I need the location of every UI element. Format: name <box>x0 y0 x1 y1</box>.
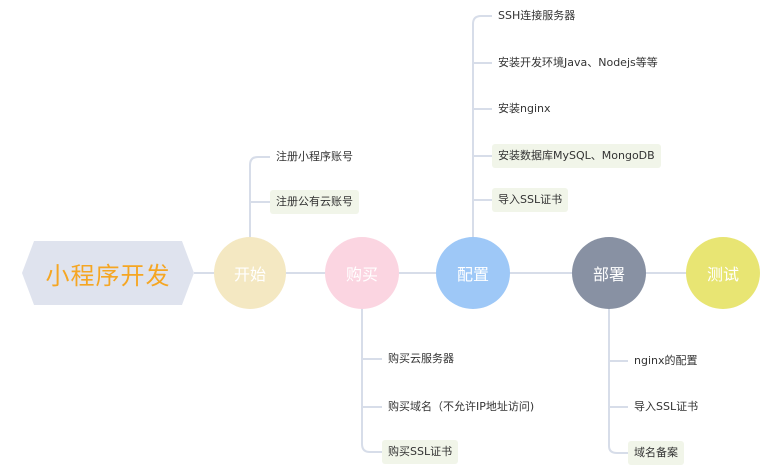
leaf-label: SSH连接服务器 <box>498 9 576 22</box>
leaf-label: 安装数据库MySQL、MongoDB <box>498 149 655 162</box>
leaf-register-cloud[interactable]: 注册公有云账号 <box>270 190 359 214</box>
leaf-label: 域名备案 <box>634 446 678 459</box>
leaf-label: 购买域名（不允许IP地址访问) <box>388 400 535 413</box>
leaf-buy-domain[interactable]: 购买域名（不允许IP地址访问) <box>382 395 540 419</box>
leaf-label: 注册小程序账号 <box>276 150 353 163</box>
leaf-label: 注册公有云账号 <box>276 195 353 208</box>
leaf-label: nginx的配置 <box>634 354 698 367</box>
stage-deploy-label: 部署 <box>592 265 625 284</box>
root-node[interactable]: 小程序开发 <box>22 241 194 305</box>
leaf-nginx-config[interactable]: nginx的配置 <box>628 349 704 373</box>
stage-buy[interactable]: 购买 <box>325 237 399 309</box>
leaf-import-ssl-config[interactable]: 导入SSL证书 <box>492 188 569 212</box>
stage-start-label: 开始 <box>233 265 266 284</box>
leaf-label: 导入SSL证书 <box>498 193 563 206</box>
stage-start[interactable]: 开始 <box>214 237 286 309</box>
leaf-buy-ssl[interactable]: 购买SSL证书 <box>382 440 459 464</box>
stage-config-label: 配置 <box>456 265 489 284</box>
leaf-register-miniprogram[interactable]: 注册小程序账号 <box>270 145 359 169</box>
leaf-label: 购买SSL证书 <box>388 445 453 458</box>
leaf-label: 购买云服务器 <box>388 352 454 365</box>
stage-deploy[interactable]: 部署 <box>572 237 646 309</box>
leaf-install-db[interactable]: 安装数据库MySQL、MongoDB <box>492 144 661 168</box>
leaf-install-env[interactable]: 安装开发环境Java、Nodejs等等 <box>492 51 664 75</box>
leaf-domain-filing[interactable]: 域名备案 <box>628 441 684 465</box>
stage-buy-label: 购买 <box>345 265 378 284</box>
leaf-import-ssl-deploy[interactable]: 导入SSL证书 <box>628 395 704 419</box>
stage-test-label: 测试 <box>706 265 739 284</box>
stage-config[interactable]: 配置 <box>436 237 510 309</box>
stage-test[interactable]: 测试 <box>686 237 760 309</box>
leaf-label: 安装开发环境Java、Nodejs等等 <box>498 56 658 69</box>
root-label: 小程序开发 <box>45 261 171 290</box>
leaf-install-nginx[interactable]: 安装nginx <box>492 97 557 121</box>
leaf-label: 安装nginx <box>498 102 551 115</box>
leaf-label: 导入SSL证书 <box>634 400 699 413</box>
leaf-buy-server[interactable]: 购买云服务器 <box>382 347 460 371</box>
leaf-ssh-connect[interactable]: SSH连接服务器 <box>492 4 581 28</box>
